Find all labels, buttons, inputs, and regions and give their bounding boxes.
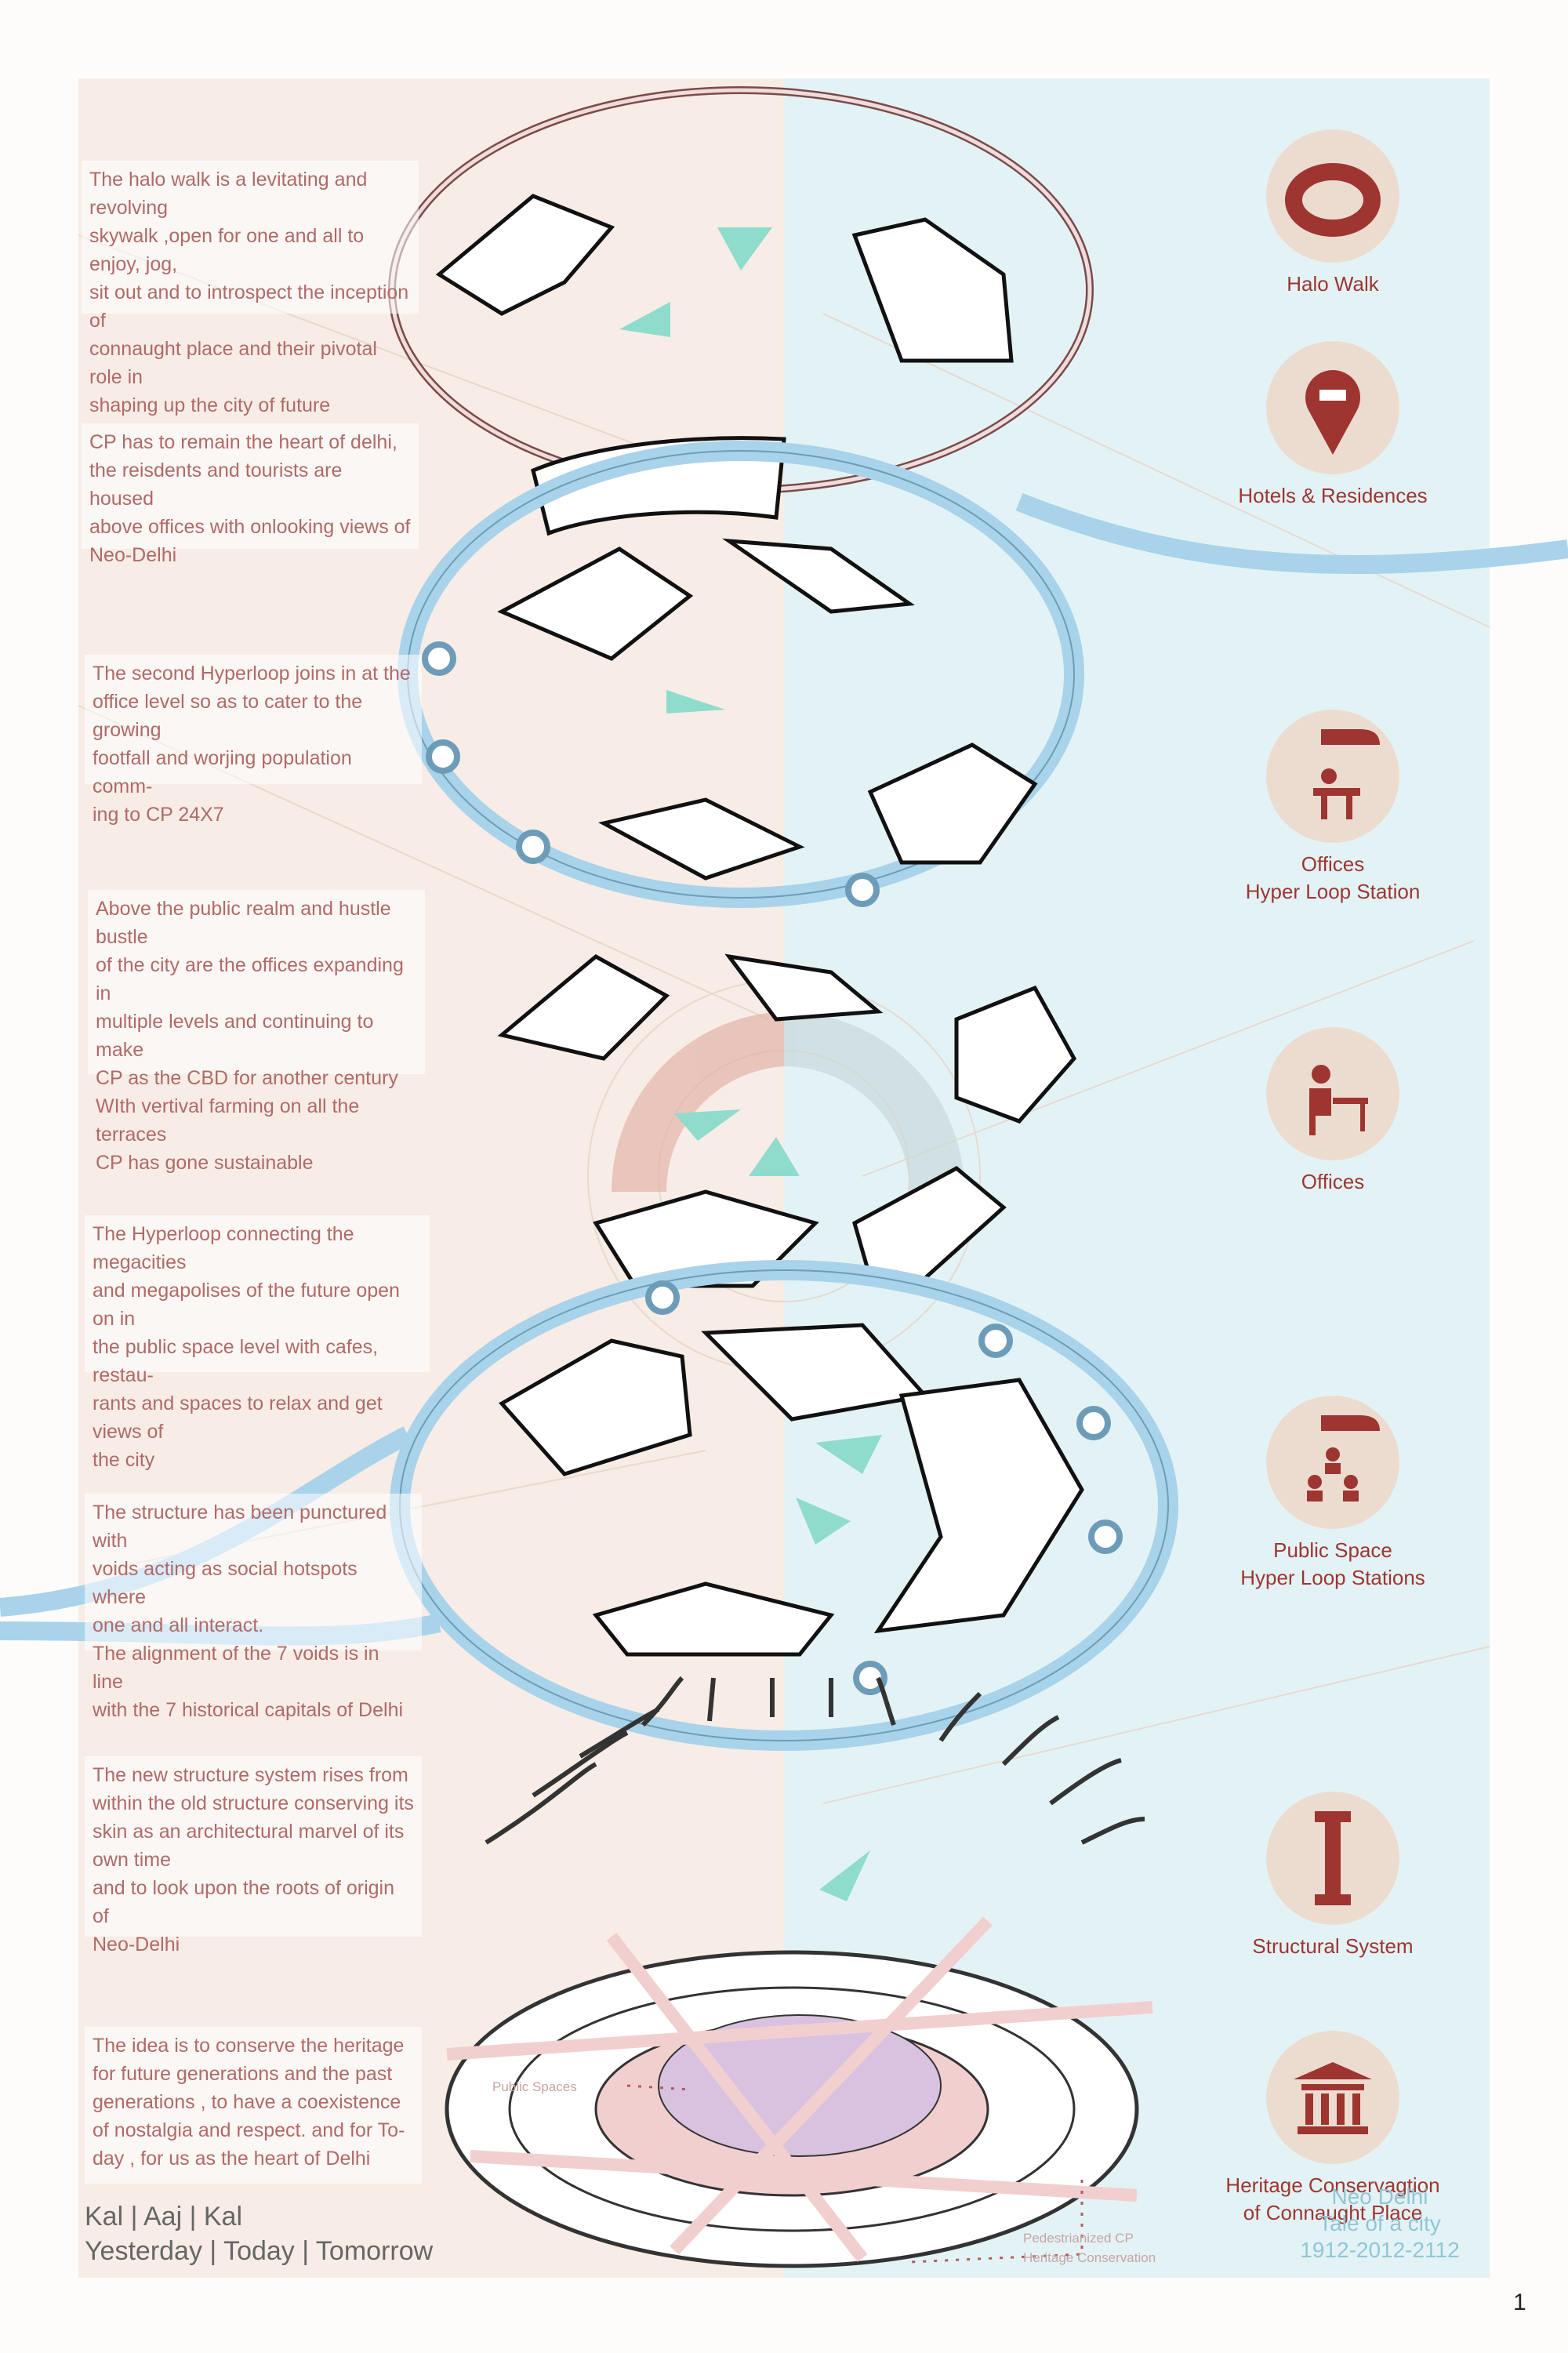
legend-halo-walk: Halo Walk	[1192, 129, 1474, 298]
public-space-description: The Hyperloop connecting the megacities …	[85, 1215, 430, 1471]
pedestrianized-cp-label: Pedestrianized CP	[1023, 2231, 1134, 2246]
halo-walk-description: The halo walk is a levitating and revolv…	[82, 161, 419, 416]
legend-label: Hotels & Residences	[1238, 484, 1428, 507]
page-number: 1	[1513, 2289, 1526, 2315]
hotels-residences-level	[531, 436, 786, 536]
heritage-description: The idea is to conserve the heritage for…	[85, 2027, 422, 2184]
heritage-cp-base	[445, 1916, 1153, 2268]
legend-offices: Offices	[1192, 1027, 1474, 1196]
footer-line-2: Yesterday | Today | Tomorrow	[85, 2236, 434, 2266]
halo-ring-icon	[1266, 129, 1399, 263]
footer-line-1: Kal | Aaj | Kal	[85, 2202, 242, 2231]
legend-label: Public Space Hyper Loop Stations	[1240, 1538, 1425, 1589]
hyperloop-offices-description: The second Hyperloop joins in at the off…	[85, 655, 422, 826]
legend-offices-hyperloop: Offices Hyper Loop Station	[1192, 710, 1474, 906]
legend-label: Structural System	[1252, 1934, 1414, 1958]
desk-worker-icon	[1266, 1027, 1399, 1160]
legend-structural-system: Structural System	[1192, 1792, 1474, 1960]
legend-label: Offices Hyper Loop Station	[1245, 852, 1421, 903]
ghost-cp-plan	[611, 1011, 964, 1192]
hotels-description: CP has to remain the heart of delhi, the…	[82, 423, 419, 566]
footer-title: Kal | Aaj | Kal Yesterday | Today | Tomo…	[85, 2199, 433, 2268]
legend-public-space: Public Space Hyper Loop Stations	[1192, 1396, 1474, 1592]
offices-description: Above the public realm and hustle bustle…	[88, 890, 425, 1174]
footer-caption-1: Neo Delhi	[1331, 2184, 1428, 2209]
voids-description: The structure has been punctured with vo…	[85, 1494, 422, 1721]
legend-hotels: Hotels & Residences	[1192, 341, 1474, 510]
structural-system-level	[485, 1676, 1145, 1901]
legend-heritage: Heritage Conservagtion of Connaught Plac…	[1192, 2031, 1474, 2227]
offices-level	[497, 953, 1077, 1288]
temple-icon	[1266, 2031, 1399, 2164]
halo-walk-level	[388, 86, 1094, 494]
legend-label: Heritage Conservagtion of Connaught Plac…	[1225, 2173, 1440, 2224]
train-desk-icon	[1266, 710, 1399, 843]
structural-system-description: The new structure system rises from with…	[85, 1756, 422, 1955]
train-people-icon	[1266, 1396, 1399, 1529]
footer-caption-3: 1912-2012-2112	[1300, 2238, 1460, 2262]
public-spaces-label: Public Spaces	[492, 2079, 577, 2094]
legend-label: Offices	[1301, 1170, 1365, 1193]
map-pin-bed-icon	[1266, 341, 1399, 474]
footer-caption-2: Tale of a city	[1319, 2211, 1441, 2235]
footer-caption: Neo Delhi Tale of a city 1912-2012-2112	[1286, 2184, 1474, 2264]
offices-hyperloop-level	[397, 441, 1568, 908]
column-icon	[1266, 1792, 1399, 1925]
heritage-conservation-label: Heritage Conservation	[1023, 2250, 1156, 2265]
public-space-level	[0, 1260, 1178, 1751]
legend-label: Halo Walk	[1287, 272, 1379, 296]
